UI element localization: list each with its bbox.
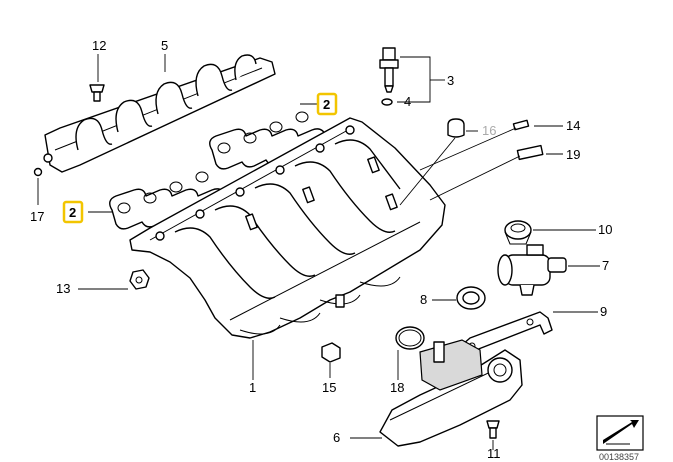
- part-13-nut[interactable]: [129, 269, 150, 290]
- part-6-throttle-housing[interactable]: [379, 339, 523, 447]
- part-16-cap[interactable]: [447, 118, 465, 138]
- part-1-intake-manifold[interactable]: [129, 117, 446, 339]
- callout-2-lower[interactable]: 2: [69, 205, 76, 220]
- callout-labels: 12 5 2 2 17 13 1 15 3 4 16 14 19 10 7 8 …: [30, 38, 612, 461]
- callout-10[interactable]: 10: [598, 222, 612, 237]
- callout-16[interactable]: 16: [482, 123, 496, 138]
- part-7-idle-control-valve[interactable]: [497, 244, 567, 296]
- callout-18[interactable]: 18: [390, 380, 404, 395]
- part-17-clip[interactable]: [33, 167, 43, 177]
- reference-number: 00138357: [599, 452, 639, 462]
- part-19-hose-piece[interactable]: [516, 144, 544, 161]
- part-4-o-ring[interactable]: [381, 98, 393, 106]
- highlight-box-2-upper: [316, 92, 338, 116]
- part-11-screw[interactable]: [486, 420, 500, 439]
- callout-8[interactable]: 8: [420, 292, 427, 307]
- leader-lines: [37, 54, 600, 450]
- highlight-box-2-lower: [62, 200, 84, 224]
- callout-14[interactable]: 14: [566, 118, 580, 133]
- callout-7[interactable]: 7: [602, 258, 609, 273]
- part-15-nut[interactable]: [321, 342, 341, 363]
- callout-1[interactable]: 1: [249, 380, 256, 395]
- callout-9[interactable]: 9: [600, 304, 607, 319]
- callout-5[interactable]: 5: [161, 38, 168, 53]
- part-10-grommet[interactable]: [504, 220, 532, 245]
- part-3-sensor[interactable]: [379, 47, 399, 93]
- callout-3[interactable]: 3: [447, 73, 454, 88]
- part-14-pin[interactable]: [512, 119, 530, 131]
- callout-4[interactable]: 4: [404, 94, 411, 109]
- part-12-screw[interactable]: [89, 84, 105, 102]
- arrow-in-box-icon: [596, 415, 644, 451]
- callout-17[interactable]: 17: [30, 209, 44, 224]
- callout-2-upper[interactable]: 2: [323, 97, 330, 112]
- part-18-o-ring[interactable]: [395, 326, 425, 350]
- highlight-boxes: [62, 92, 338, 224]
- callout-12[interactable]: 12: [92, 38, 106, 53]
- callout-15[interactable]: 15: [322, 380, 336, 395]
- callout-11[interactable]: 11: [487, 446, 501, 461]
- part-5-wiring-harness[interactable]: [43, 54, 276, 173]
- callout-6[interactable]: 6: [333, 430, 340, 445]
- callout-19[interactable]: 19: [566, 147, 580, 162]
- callout-13[interactable]: 13: [56, 281, 70, 296]
- part-8-rubber-mount[interactable]: [456, 286, 486, 310]
